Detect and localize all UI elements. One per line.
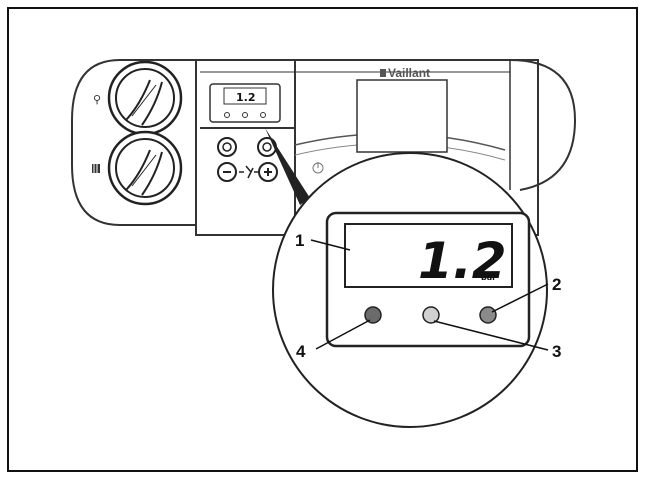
plus-button[interactable] <box>258 162 278 182</box>
svg-text:4: 4 <box>296 342 306 361</box>
zoom-lcd <box>344 223 513 288</box>
callout-2: 2 <box>491 275 561 313</box>
panel-window <box>356 79 448 153</box>
zoom-button-left[interactable] <box>364 306 382 324</box>
zoom-button-right[interactable] <box>479 306 497 324</box>
zoom-button-center[interactable] <box>422 306 440 324</box>
callout-4: 4 <box>296 319 371 361</box>
right-housing <box>509 59 577 191</box>
zoom-pointer <box>265 128 310 205</box>
magnified-view: 1.2 bar <box>272 152 548 428</box>
reset-button[interactable] <box>257 137 277 157</box>
radiator-icon <box>92 164 100 173</box>
minus-button[interactable] <box>217 162 237 182</box>
zoom-lcd-unit: bar <box>481 273 496 282</box>
callout-3: 3 <box>433 320 561 361</box>
brand-logo: Vaillant <box>388 66 430 80</box>
svg-text:⚲: ⚲ <box>93 93 101 106</box>
small-display: 1.2 <box>209 83 281 123</box>
hot-water-knob[interactable] <box>107 130 183 206</box>
svg-text:1: 1 <box>295 231 304 250</box>
small-display-value: 1.2 <box>236 91 256 104</box>
svg-text:2: 2 <box>552 275 561 294</box>
power-button[interactable] <box>217 137 237 157</box>
tap-icon: ⚲ <box>93 93 101 106</box>
callout-1: 1 <box>295 231 351 251</box>
zoom-lcd-value: 1.2 <box>418 232 507 290</box>
svg-text:3: 3 <box>552 342 561 361</box>
chimney-sweep-icon <box>239 165 258 179</box>
heating-knob[interactable] <box>107 60 183 136</box>
